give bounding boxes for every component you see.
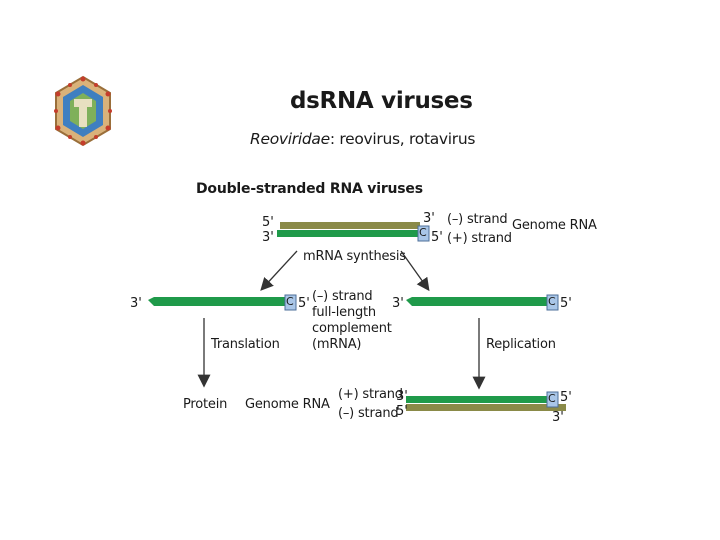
replicated-minus-strand-bar bbox=[406, 404, 566, 411]
left-desc-line4: (mRNA) bbox=[312, 337, 362, 352]
translation-label: Translation bbox=[211, 337, 280, 352]
genome-minus-strand-bar bbox=[280, 222, 420, 229]
left-5prime-label: 5' bbox=[298, 296, 310, 311]
protein-label: Protein bbox=[183, 397, 228, 412]
genome-5prime-top: 5' bbox=[262, 215, 274, 230]
genome-plus-strand-bar bbox=[277, 230, 419, 237]
page-subtitle: Reoviridae: reovirus, rotavirus bbox=[250, 130, 475, 148]
subtitle-rest: : reovirus, rotavirus bbox=[329, 130, 476, 148]
left-cap-box bbox=[284, 294, 297, 311]
replicated-cap-letter: C bbox=[548, 392, 556, 405]
left-desc-line1: (–) strand bbox=[312, 289, 373, 304]
genome-3prime-top: 3' bbox=[423, 211, 435, 226]
replicated-plus-strand-bar bbox=[406, 396, 550, 403]
mrna-synthesis-label: mRNA synthesis bbox=[303, 249, 406, 264]
right-3prime-label: 3' bbox=[392, 296, 404, 311]
arrow-mrna-right bbox=[400, 250, 430, 292]
genome-5prime-bottom: 5' bbox=[431, 230, 443, 245]
replicated-plus-strand-label: (+) strand bbox=[338, 387, 403, 402]
virus-logo-icon bbox=[54, 75, 112, 147]
genome-minus-strand-label: (–) strand bbox=[447, 212, 508, 227]
genome-rna-bottom-label: Genome RNA bbox=[245, 397, 330, 412]
replication-label: Replication bbox=[486, 337, 556, 352]
page-title: dsRNA viruses bbox=[290, 88, 473, 114]
subtitle-family: Reoviridae bbox=[250, 130, 330, 148]
genome-cap-letter: C bbox=[419, 226, 427, 239]
left-desc-line2: full-length bbox=[312, 305, 376, 320]
right-cap-box bbox=[546, 294, 559, 311]
left-3prime-label: 3' bbox=[130, 296, 142, 311]
arrow-mrna-left bbox=[260, 250, 298, 291]
genome-cap-box bbox=[417, 225, 430, 242]
genome-3prime-bottom: 3' bbox=[262, 230, 274, 245]
right-cap-letter: C bbox=[548, 295, 556, 308]
right-minus-strand bbox=[406, 297, 549, 306]
genome-plus-strand-label: (+) strand bbox=[447, 231, 512, 246]
left-mrna-strand bbox=[148, 297, 287, 306]
left-cap-letter: C bbox=[286, 295, 294, 308]
genome-rna-label: Genome RNA bbox=[512, 218, 597, 233]
replicated-3prime-bottom-right: 3' bbox=[552, 410, 564, 425]
replicated-3prime-top: 3' bbox=[396, 389, 408, 404]
diagram-heading: Double-stranded RNA viruses bbox=[196, 181, 423, 197]
right-5prime-label: 5' bbox=[560, 296, 572, 311]
replicated-minus-strand-label: (–) strand bbox=[338, 406, 399, 421]
replicated-5prime-bottom-left: 5' bbox=[396, 404, 408, 419]
left-desc-line3: complement bbox=[312, 321, 392, 336]
replicated-cap-box bbox=[546, 391, 559, 408]
replicated-5prime-top-right: 5' bbox=[560, 390, 572, 405]
